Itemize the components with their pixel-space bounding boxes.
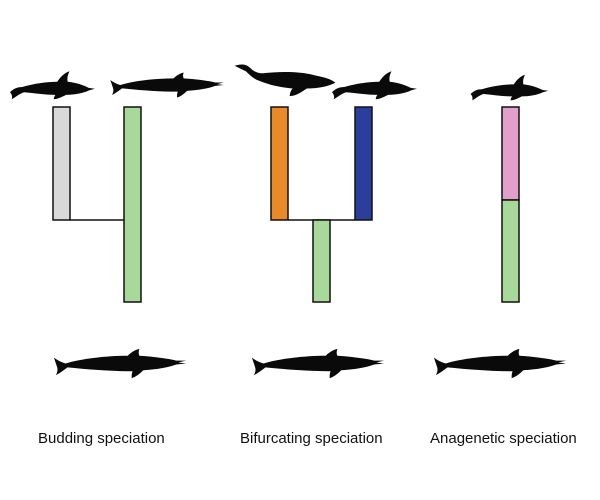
caption-budding-speciation: Budding speciation bbox=[38, 430, 165, 447]
dolphin-silhouette-icon bbox=[10, 71, 95, 100]
bifurcating-panel bbox=[234, 64, 417, 379]
budding-panel bbox=[10, 71, 224, 379]
bifurcating-ancestor-bar-green bbox=[312, 219, 331, 303]
caption-bifurcating-speciation: Bifurcating speciation bbox=[240, 430, 383, 447]
humpback-whale-silhouette-icon bbox=[234, 64, 336, 97]
bifurcating-daughter-bar-blue bbox=[354, 106, 373, 221]
bifurcating-daughter-bar-orange bbox=[270, 106, 289, 221]
dolphin-silhouette-icon bbox=[332, 71, 417, 100]
beaked-whale-silhouette-icon bbox=[433, 348, 567, 379]
budding-daughter-bar-grey bbox=[52, 106, 71, 221]
anagenetic-ancestor-bar-green bbox=[501, 199, 520, 303]
caption-anagenetic-speciation: Anagenetic speciation bbox=[430, 430, 577, 447]
dolphin-silhouette-icon bbox=[470, 74, 549, 101]
anagenetic-descendant-bar-pink bbox=[501, 106, 520, 201]
budding-ancestor-bar-green bbox=[123, 106, 142, 303]
anagenetic-panel bbox=[433, 74, 567, 379]
beaked-whale-silhouette-icon bbox=[53, 348, 187, 379]
beaked-whale-silhouette-icon bbox=[251, 348, 385, 379]
beaked-whale-silhouette-icon bbox=[110, 72, 224, 98]
